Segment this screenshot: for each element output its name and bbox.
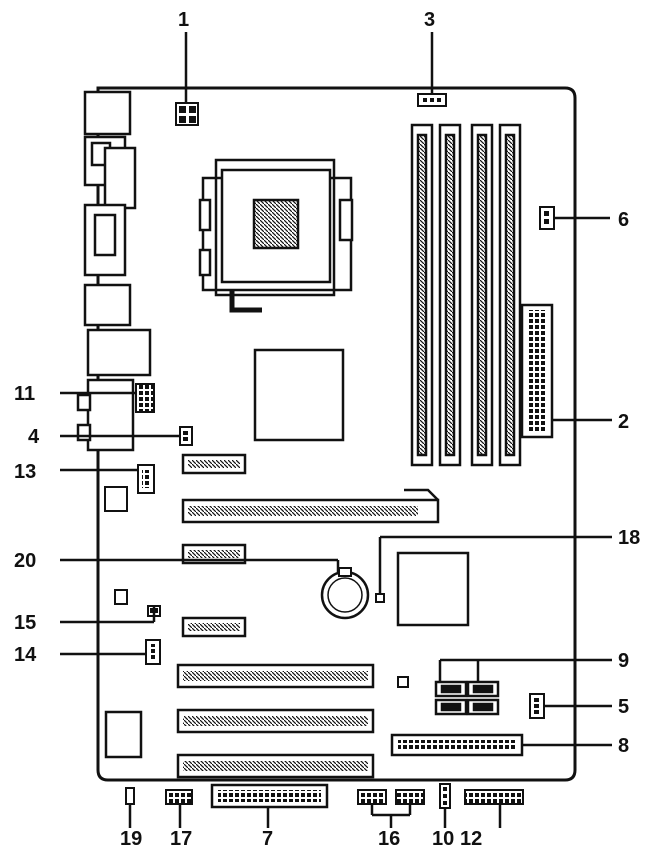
system-fan-header [539, 206, 555, 230]
callout-16: 16 [378, 828, 400, 850]
intrusion-header [125, 787, 135, 805]
floppy-connector [390, 733, 524, 757]
callout-4: 4 [28, 426, 40, 448]
front-1394-header [165, 789, 193, 805]
cd-in-connector [137, 464, 155, 494]
callout-8: 8 [618, 735, 629, 757]
speaker-header [439, 783, 451, 809]
atx-12v-power-connector [175, 102, 199, 126]
pci-slot-2 [176, 708, 375, 734]
memory-slots [410, 123, 522, 467]
ide-connector [210, 783, 329, 809]
callout-5: 5 [618, 696, 629, 718]
northbridge-fan-header [179, 426, 193, 446]
callout-19: 19 [120, 828, 142, 850]
callout-6: 6 [618, 209, 629, 231]
northbridge-chip [253, 348, 345, 442]
callout-2: 2 [618, 411, 629, 433]
front-usb-header-2 [395, 789, 425, 805]
southbridge-chip [396, 551, 470, 627]
callout-17: 17 [170, 828, 192, 850]
front-usb-header-1 [357, 789, 387, 805]
atx-main-power-connector [520, 303, 554, 439]
power-fan-header [529, 693, 545, 719]
pci-slot-1 [176, 663, 375, 689]
front-audio-header [135, 383, 155, 413]
clear-cmos-jumper [375, 593, 385, 603]
callout-20: 20 [14, 550, 36, 572]
callout-10: 10 [432, 828, 454, 850]
pcie-x1-slot-3 [181, 616, 247, 638]
callout-18: 18 [618, 527, 640, 549]
small-ic [104, 486, 128, 512]
callout-12: 12 [460, 828, 482, 850]
callout-1: 1 [178, 9, 189, 31]
leader-lines [60, 32, 612, 828]
front-panel-header [464, 789, 524, 805]
callout-14: 14 [14, 644, 37, 666]
pcie-x1-slot-2 [181, 543, 247, 565]
callout-13: 13 [14, 461, 36, 483]
callout-15: 15 [14, 612, 36, 634]
cmos-battery [320, 567, 370, 620]
small-ic-2 [114, 589, 128, 605]
cpu-fan-header [417, 93, 447, 107]
pcie-x16-slot [181, 488, 440, 524]
cpu-socket [198, 158, 354, 313]
rear-io-panel [76, 90, 152, 452]
sata-connectors [434, 680, 500, 716]
spdif-header [145, 639, 161, 665]
pci-slot-3 [176, 753, 375, 779]
callout-3: 3 [424, 9, 435, 31]
small-ic-3 [397, 676, 409, 688]
callout-9: 9 [618, 650, 629, 672]
super-io-chip [104, 710, 143, 759]
pcie-x1-slot-1 [181, 453, 247, 475]
callout-11: 11 [14, 383, 35, 405]
callout-7: 7 [262, 828, 273, 850]
